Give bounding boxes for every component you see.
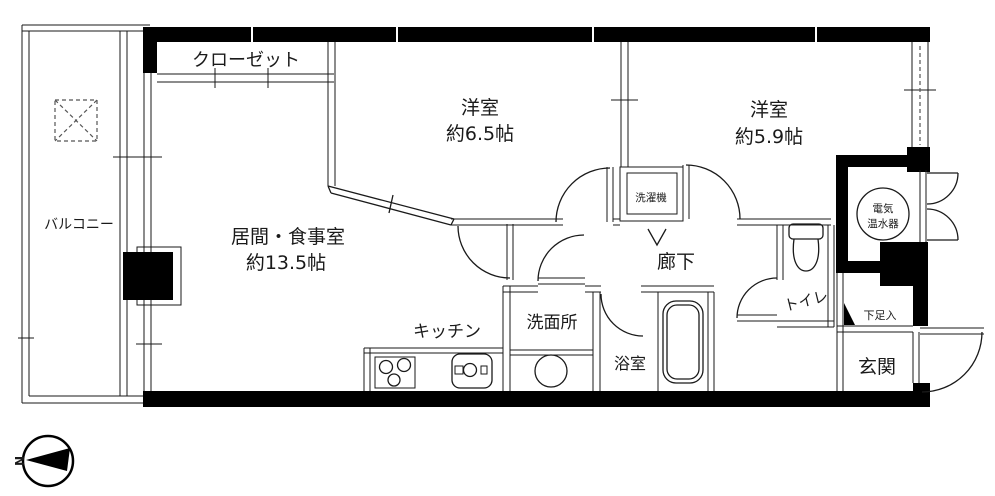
washroom-label: 洗面所 [527,313,578,333]
shoe-cabinet-marker-icon [844,303,855,325]
washroom-door-leaf [538,277,585,285]
balcony [18,24,150,404]
balcony-hatch [54,99,98,142]
entrance-label: 玄関 [858,356,896,378]
living-dining-label: 居間・食事室 [231,226,345,248]
washroom-door-arc [537,234,585,282]
water-heater-label-2: 温水器 [867,218,899,230]
living-dining-size: 約13.5帖 [246,252,326,274]
toilet-door-arc [736,277,778,319]
heater-door-arcs [926,172,959,241]
compass-icon: N [13,434,75,488]
closet-label: クローゼット [192,50,300,71]
shoe-cabinet-label: 下足入 [864,309,897,322]
room65-door-arc [555,167,611,223]
heater-door-leaves [927,172,958,241]
kitchen-sink-icon [451,353,493,389]
living-door-arc [457,225,511,279]
entrance-door-leaf [920,327,984,335]
washer-drain-arrow-icon [647,228,667,247]
kitchen-label: キッチン [413,322,481,342]
pillar [123,252,173,300]
room59-door-arc [685,164,741,220]
toilet-label: トイレ [782,287,830,315]
water-heater-tank [856,187,910,241]
western-room-5-9-size: 約5.9帖 [735,126,803,148]
bathtub-icon [662,300,704,384]
room65-door-leaf [606,167,614,222]
toilet-bowl-icon [788,223,824,272]
water-heater-label-1: 電気 [873,202,894,215]
western-room-5-9-label: 洋室 [750,99,788,121]
compass-needle [26,448,70,471]
compass-north-label: N [13,456,27,466]
interior-walls [113,42,936,391]
diagonal-window [327,185,455,226]
fixtures [374,166,910,389]
balcony-label: バルコニー [44,217,114,233]
toilet-door-leaf [737,314,777,322]
entrance-door-arc [921,331,983,393]
room59-door-leaf [682,165,690,219]
western-room-6-5-size: 約6.5帖 [446,123,514,145]
bathroom-door-arc [600,293,644,337]
structural-walls [123,27,930,407]
living-door-leaf [506,224,514,280]
stove-icon [374,356,416,389]
doors [457,164,984,393]
washing-machine-label: 洗濯機 [635,191,667,204]
room-labels: クローゼット バルコニー 居間・食事室 約13.5帖 洋室 約6.5帖 洋室 約… [44,50,899,378]
bathroom-label: 浴室 [614,354,646,373]
corridor-label: 廊下 [657,251,695,273]
washbasin-icon [534,354,568,388]
washing-machine-pan [619,166,684,222]
western-room-6-5-label: 洋室 [461,97,499,119]
